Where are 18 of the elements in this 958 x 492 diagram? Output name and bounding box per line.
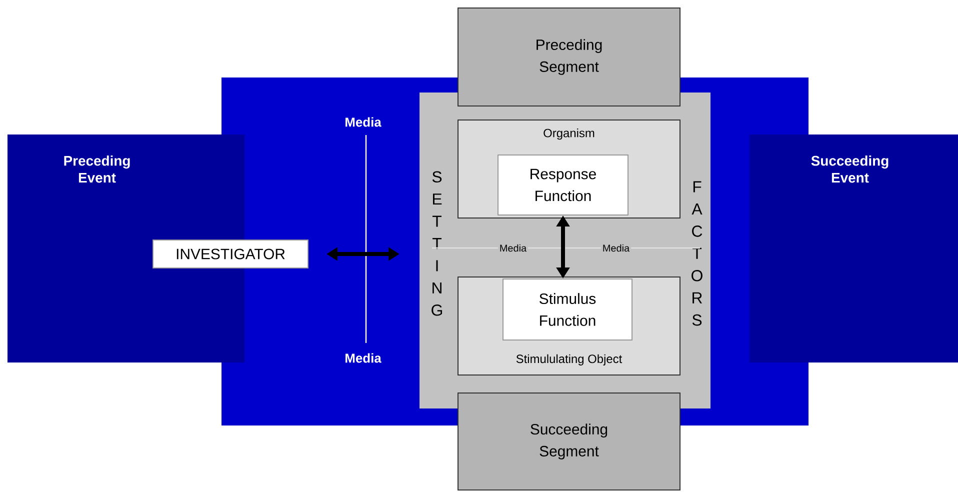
event-box (750, 134, 958, 362)
node-text: Stimulus Function (540, 293, 596, 326)
node-text: Preceding Segment (536, 39, 602, 75)
segment-box (458, 392, 680, 490)
node-text: Response Function (530, 168, 596, 202)
node-text: Organism (544, 128, 594, 140)
media-label: Media (343, 116, 383, 128)
function-box (502, 278, 632, 340)
investigator-box (152, 240, 308, 268)
segment-box (458, 8, 680, 106)
node-text: Succeeding Segment (530, 424, 608, 460)
media-label: Media (343, 352, 383, 364)
function-box (498, 154, 628, 216)
node-text: INVESTIGATOR (176, 248, 285, 260)
node-text: Stimululating Object (516, 354, 622, 366)
node-text: Preceding Event (64, 156, 130, 183)
node-text: SETTING (432, 171, 442, 316)
node-text: Succeeding Event (811, 156, 888, 183)
